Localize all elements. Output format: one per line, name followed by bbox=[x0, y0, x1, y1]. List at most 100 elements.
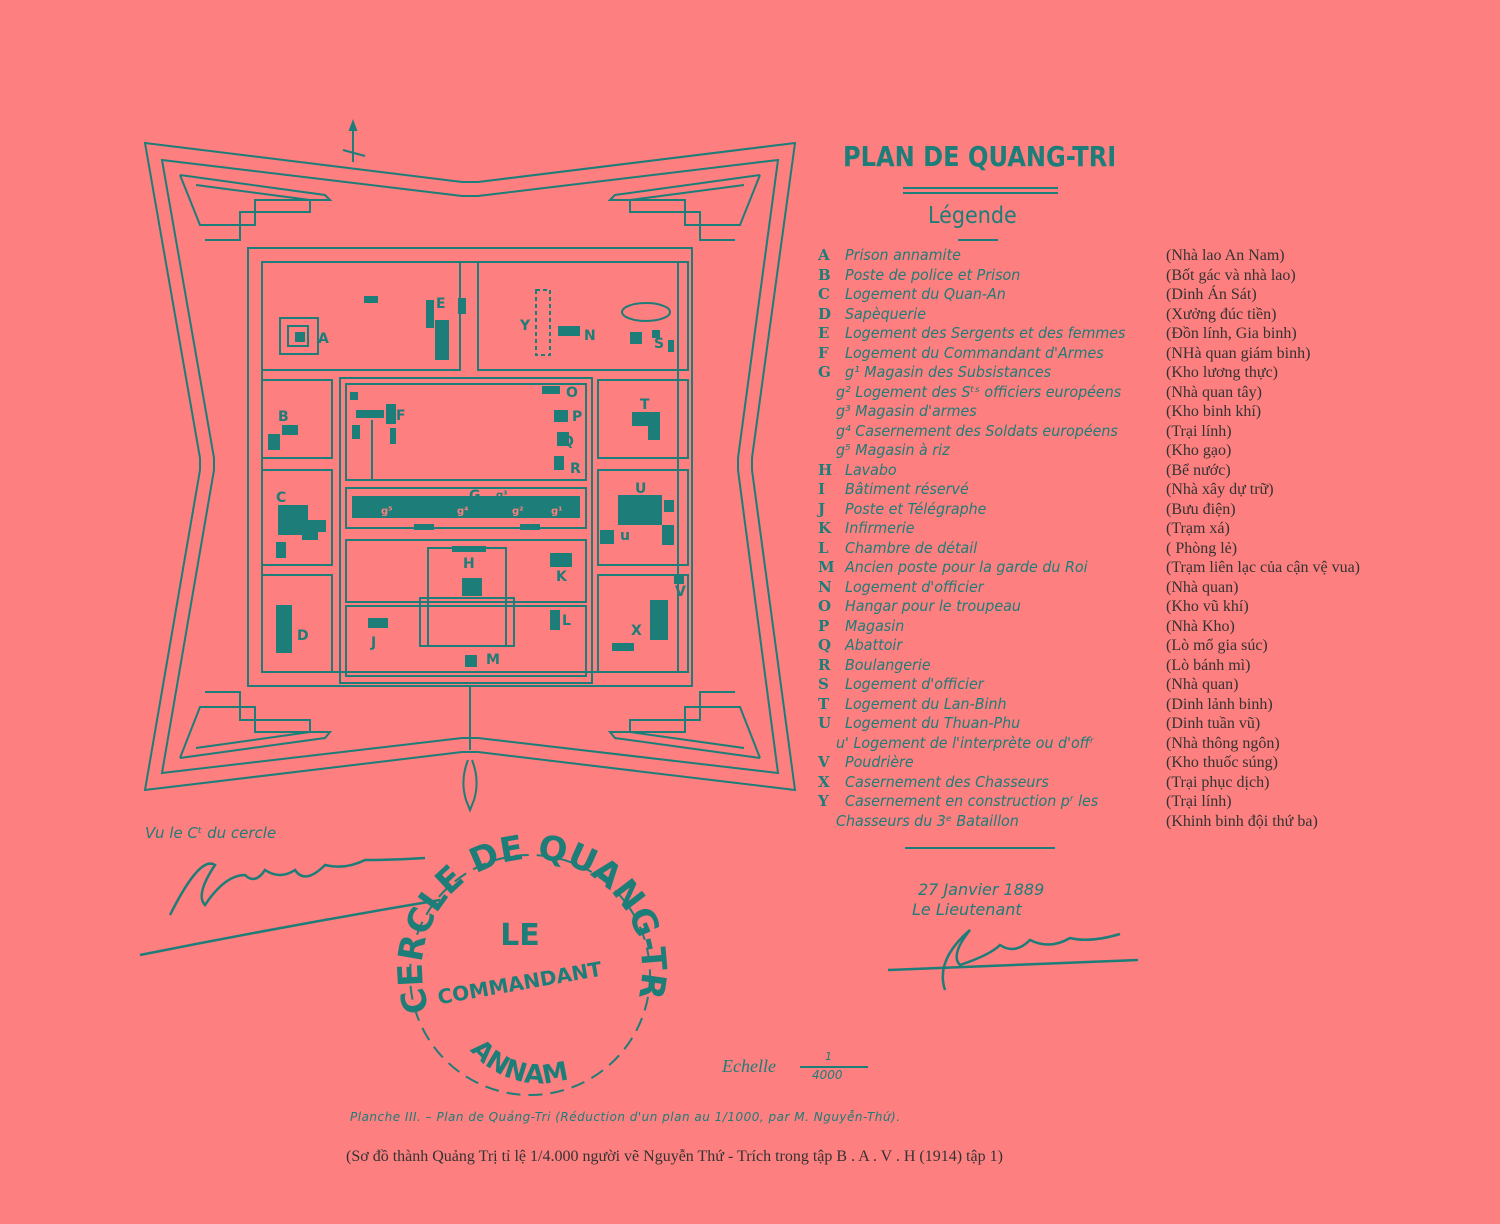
legend-vietnamese: (Trạm xá) bbox=[1166, 520, 1230, 537]
legend-french: Chambre de détail bbox=[845, 538, 978, 557]
legend-vietnamese: (Kho lương thực) bbox=[1166, 364, 1279, 381]
map-label: S bbox=[654, 336, 664, 352]
legend-key: L bbox=[818, 538, 829, 557]
map-label: D bbox=[297, 628, 309, 644]
legend-vietnamese: (Kho gạo) bbox=[1166, 442, 1232, 459]
lieutenant-text: Le Lieutenant bbox=[912, 900, 1022, 919]
inner-enclosure bbox=[247, 247, 693, 687]
date-text: 27 Janvier 1889 bbox=[918, 880, 1045, 899]
bastion-sw bbox=[179, 706, 333, 759]
stamp-line1: LE bbox=[500, 918, 540, 953]
map-label: H bbox=[463, 556, 475, 572]
legend-key: Q bbox=[818, 636, 832, 654]
map-label: C bbox=[276, 490, 286, 506]
scale-denominator: 4000 bbox=[812, 1068, 843, 1082]
map-label: P bbox=[572, 409, 582, 425]
legend-item: I Bâtiment réservé (Nhà xây dự trữ) bbox=[818, 480, 1458, 500]
legend-vietnamese: (Trại lính) bbox=[1166, 422, 1232, 440]
legend-french: Logement du Thuan-Phu bbox=[845, 714, 1021, 732]
legend-vietnamese: (Xưởng đúc tiền) bbox=[1166, 305, 1277, 323]
legend-vietnamese: (Trại lính) bbox=[1166, 793, 1232, 810]
legend-vietnamese: (Lò bánh mì) bbox=[1166, 656, 1251, 674]
legend-key: E bbox=[818, 324, 830, 342]
legend-french: Logement du Quan-An bbox=[845, 285, 1006, 303]
central-enclosure bbox=[339, 377, 593, 684]
map-label: T bbox=[640, 397, 650, 413]
map-label: X bbox=[631, 623, 642, 639]
legend-french: Poudrière bbox=[845, 753, 914, 771]
legend-french: Sapèquerie bbox=[845, 304, 927, 323]
legend-key: D bbox=[818, 304, 832, 323]
legend-vietnamese: (Nhà quan) bbox=[1166, 578, 1239, 596]
legend-french: Casernement en construction pʳ les bbox=[845, 792, 1099, 810]
legend-french: Abattoir bbox=[845, 636, 903, 654]
legend-french: Hangar pour le troupeau bbox=[845, 597, 1021, 615]
legend-item: D Sapèquerie (Xưởng đúc tiền) bbox=[818, 305, 1458, 325]
legend-item: g⁵ Magasin à riz (Kho gạo) bbox=[818, 441, 1458, 461]
legend-item: g⁴ Casernement des Soldats européens (Tr… bbox=[818, 422, 1458, 442]
map-label: F bbox=[396, 408, 406, 424]
legend-item: J Poste et Télégraphe (Bưu điện) bbox=[818, 500, 1458, 520]
legend-french: g³ Magasin d'armes bbox=[836, 402, 977, 420]
legend-item: R Boulangerie (Lò bánh mì) bbox=[818, 656, 1458, 676]
scale-label: Echelle bbox=[722, 1056, 776, 1076]
legend-title: Légende bbox=[928, 203, 1017, 229]
commandant-stamp: CERCLE DE QUANG-TRI ANNAM LE COMMANDANT bbox=[0, 0, 674, 1096]
legend-french: Boulangerie bbox=[845, 655, 931, 674]
map-label: M bbox=[486, 652, 500, 668]
bastion-nw bbox=[179, 174, 333, 226]
planche-caption: Planche III. – Plan de Quảng-Tri (Réduct… bbox=[350, 1110, 901, 1124]
legend-key: J bbox=[818, 499, 826, 518]
legend-key: N bbox=[818, 577, 832, 596]
outer-rampart bbox=[143, 141, 797, 792]
legend-vietnamese: (Nhà thông ngôn) bbox=[1166, 734, 1280, 752]
legend-french: g⁴ Casernement des Soldats européens bbox=[836, 421, 1118, 440]
legend-key: X bbox=[818, 772, 830, 791]
scale-numerator: 1 bbox=[825, 1050, 832, 1063]
legend-vietnamese: (Kho thuốc súng) bbox=[1166, 754, 1278, 771]
legend-french: Bâtiment réservé bbox=[845, 480, 969, 498]
legend-item: O Hangar pour le troupeau (Kho vũ khí) bbox=[818, 597, 1458, 617]
legend-item: u' Logement de l'interprète ou d'offʳ (N… bbox=[818, 734, 1458, 754]
legend-item: L Chambre de détail ( Phòng lẻ) bbox=[818, 539, 1458, 559]
svg-text:ANNAM: ANNAM bbox=[465, 1034, 571, 1091]
legend-french: Logement d'officier bbox=[845, 577, 984, 596]
legend-vietnamese: (Dinh lảnh binh) bbox=[1166, 695, 1273, 713]
stamp-bottom-text: ANNAM bbox=[465, 1034, 571, 1091]
map-label: K bbox=[556, 569, 568, 585]
legend-french: Magasin bbox=[845, 616, 905, 635]
map-label: L bbox=[562, 613, 571, 629]
legend-vietnamese: (Lò mổ gia súc) bbox=[1166, 637, 1268, 654]
legend-item: S Logement d'officier (Nhà quan) bbox=[818, 675, 1458, 695]
legend-item: Chasseurs du 3ᵉ Bataillon (Khinh binh độ… bbox=[818, 812, 1458, 832]
legend-item: g² Logement des Sᵗˢ officiers européens … bbox=[818, 383, 1458, 403]
legend-french: Prison annamite bbox=[845, 246, 961, 264]
bastion-se bbox=[607, 706, 761, 759]
map-label: O bbox=[566, 385, 578, 401]
title-rule bbox=[903, 187, 1058, 189]
map-label: V bbox=[675, 584, 686, 600]
legend-item: U Logement du Thuan-Phu (Dinh tuần vũ) bbox=[818, 714, 1458, 734]
legend-key: T bbox=[818, 694, 830, 713]
legend-item: B Poste de police et Prison (Bốt gác và … bbox=[818, 266, 1458, 286]
legend-item: C Logement du Quan-An (Dinh Án Sát) bbox=[818, 285, 1458, 305]
legend-french: u' Logement de l'interprète ou d'offʳ bbox=[836, 733, 1094, 752]
map-label: B bbox=[278, 409, 289, 425]
legend-key: U bbox=[818, 714, 832, 732]
legend-vietnamese: (Kho vũ khí) bbox=[1166, 598, 1249, 615]
legend-french: g² Logement des Sᵗˢ officiers européens bbox=[836, 382, 1122, 401]
buildings bbox=[268, 296, 684, 667]
legend-vietnamese: (Nhà quan) bbox=[1166, 676, 1239, 693]
legend-french: Casernement des Chasseurs bbox=[845, 772, 1049, 791]
legend-vietnamese: (Nhà Kho) bbox=[1166, 617, 1235, 635]
legend-end-rule bbox=[905, 847, 1055, 849]
legend-item: K Infirmerie (Trạm xá) bbox=[818, 519, 1458, 539]
legend-key: P bbox=[818, 616, 830, 635]
legend-key: I bbox=[818, 480, 826, 498]
north-arrow-icon bbox=[342, 119, 366, 162]
map-label: A bbox=[318, 331, 329, 347]
legend-vietnamese: (Dinh tuần vũ) bbox=[1166, 715, 1261, 732]
legend-item: F Logement du Commandant d'Armes (NHà qu… bbox=[818, 344, 1458, 364]
map-label: E bbox=[436, 296, 446, 312]
